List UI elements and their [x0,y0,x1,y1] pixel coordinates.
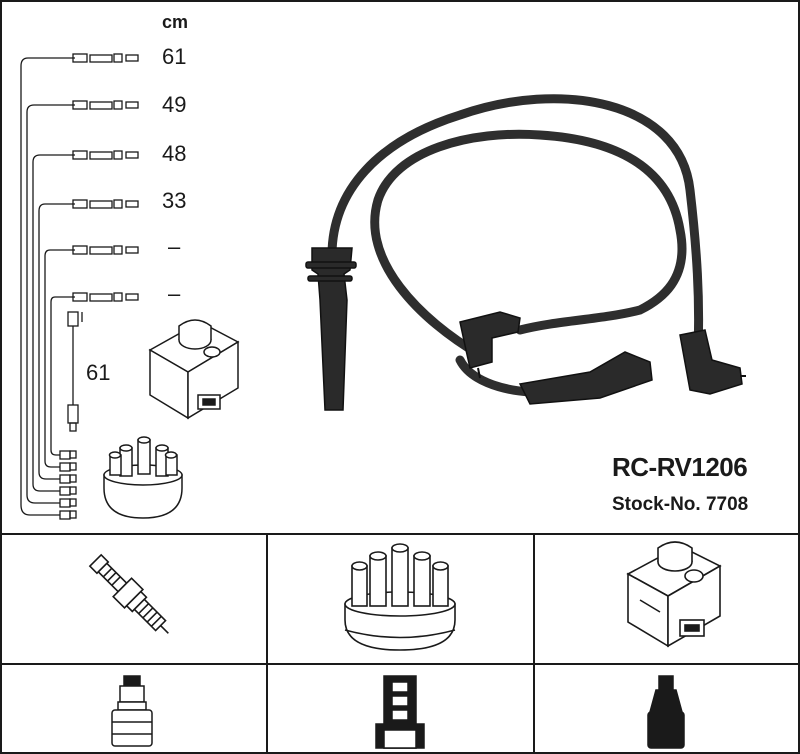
cable-length-4: 33 [162,188,187,213]
angled-boot-middle [518,351,653,405]
ignition-coil-small-icon [148,319,240,420]
cable-length-2: 49 [162,92,187,117]
coil-lead-length: 61 [86,360,111,385]
cable-length-5: – [168,234,181,259]
cable-length-3: 48 [162,141,187,166]
angled-boot-left [459,311,521,379]
distributor-connector-icon [375,675,425,749]
product-model: RC-RV1206 [612,452,748,482]
cable-2 [370,129,687,360]
ignition-coil-icon [626,541,722,648]
angled-boot-right [679,329,746,395]
lead-connectors [72,53,139,302]
cable-length-1: 61 [162,44,187,69]
cable-1 [327,94,704,355]
distributor-cap-small-icon [103,436,183,519]
distributor-cap-icon [344,543,456,651]
lead-terminals [59,450,77,520]
cable-3 [455,355,535,397]
ignition-cable-set-illustration [327,94,704,397]
length-unit-label: cm [162,12,189,32]
spark-plug-icon [88,553,169,634]
coil-lead [67,311,83,432]
coil-connector-icon [647,675,685,749]
cable-harness-diagram [20,53,139,520]
spark-plug-connector-icon [111,675,153,747]
spark-plug-boot-long [305,247,357,411]
stock-number: Stock-No. 7708 [612,494,749,515]
cable-length-6: – [168,281,181,306]
